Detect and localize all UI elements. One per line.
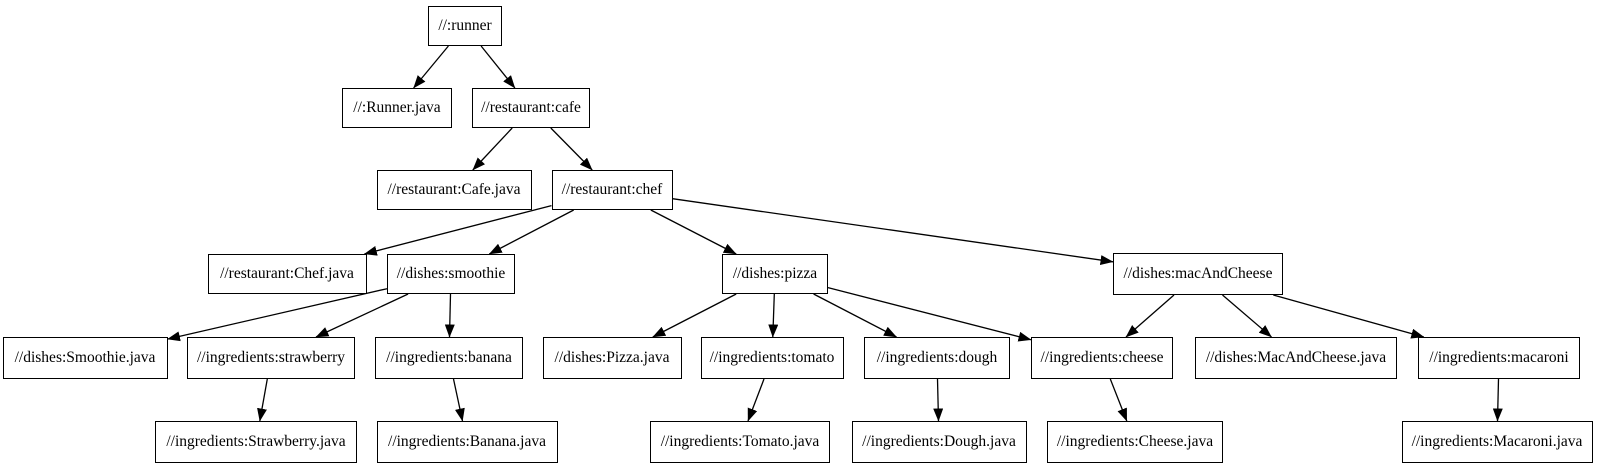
graph-node-dough-java: //ingredients:Dough.java (851, 421, 1027, 463)
graph-node-macandcheese: //dishes:macAndCheese (1113, 253, 1283, 295)
node-label: //ingredients:cheese (1040, 349, 1164, 366)
edge-tomato-to-tomato-java (747, 378, 765, 422)
graph-node-tomato: //ingredients:tomato (700, 337, 844, 379)
node-label: //ingredients:Cheese.java (1056, 433, 1214, 450)
graph-node-banana: //ingredients:banana (375, 337, 523, 379)
node-label: //ingredients:tomato (709, 349, 835, 366)
node-label: //ingredients:dough (876, 349, 998, 366)
node-label: //restaurant:Cafe.java (387, 181, 521, 198)
edge-runner-to-runner-java (413, 45, 449, 89)
graph-node-banana-java: //ingredients:Banana.java (376, 421, 558, 463)
edge-cafe-to-cafe-java (472, 127, 513, 171)
edge-pizza-to-cheese (827, 286, 1032, 342)
node-label: //ingredients:Tomato.java (660, 433, 820, 450)
node-label: //:runner (438, 17, 492, 34)
edge-pizza-to-pizza-java (652, 293, 737, 338)
graph-node-cafe: //restaurant:cafe (472, 88, 590, 128)
node-label: //restaurant:cafe (481, 99, 581, 116)
graph-node-chef-java: //restaurant:Chef.java (207, 254, 367, 294)
graph-node-cafe-java: //restaurant:Cafe.java (376, 170, 532, 210)
graph-node-cheese-java: //ingredients:Cheese.java (1047, 421, 1223, 463)
node-label: //:Runner.java (353, 99, 441, 116)
node-label: //ingredients:Strawberry.java (166, 433, 346, 450)
edge-cafe-to-chef (550, 127, 593, 171)
node-label: //restaurant:chef (561, 181, 663, 198)
graph-node-dough: //ingredients:dough (864, 337, 1010, 379)
node-label: //dishes:MacAndCheese.java (1205, 349, 1387, 366)
node-label: //ingredients:Macaroni.java (1411, 433, 1583, 450)
edge-pizza-to-tomato (768, 293, 779, 338)
node-label: //dishes:macAndCheese (1123, 265, 1273, 282)
graph-node-pizza: //dishes:pizza (722, 254, 828, 294)
edge-smoothie-to-smoothie-java (167, 288, 388, 342)
node-label: //ingredients:Banana.java (388, 433, 546, 450)
graph-node-macaroni-java: //ingredients:Macaroni.java (1401, 421, 1593, 463)
graph-node-smoothie: //dishes:smoothie (387, 254, 515, 294)
graph-node-macandcheese-java: //dishes:MacAndCheese.java (1195, 337, 1397, 379)
edge-smoothie-to-strawberry (315, 293, 409, 338)
node-label: //dishes:Smoothie.java (14, 349, 156, 366)
node-label: //ingredients:banana (386, 349, 512, 366)
graph-node-macaroni: //ingredients:macaroni (1418, 337, 1580, 379)
node-label: //ingredients:macaroni (1429, 349, 1569, 366)
edge-pizza-to-dough (813, 293, 897, 338)
node-label: //ingredients:Dough.java (862, 433, 1016, 450)
graph-node-tomato-java: //ingredients:Tomato.java (650, 421, 830, 463)
edge-chef-to-chef-java (363, 204, 552, 256)
edge-smoothie-to-banana (444, 293, 455, 338)
edge-chef-to-pizza (650, 209, 737, 255)
edge-chef-to-smoothie (488, 209, 575, 255)
node-label: //ingredients:strawberry (196, 349, 346, 366)
graph-node-cheese: //ingredients:cheese (1031, 337, 1173, 379)
graph-node-pizza-java: //dishes:Pizza.java (542, 337, 682, 379)
edge-macandcheese-to-cheese (1125, 294, 1175, 338)
edge-cheese-to-cheese-java (1109, 378, 1128, 422)
edge-chef-to-macandcheese (672, 198, 1114, 265)
graph-node-runner: //:runner (428, 6, 502, 46)
graph-node-strawberry: //ingredients:strawberry (187, 337, 355, 379)
edge-macandcheese-to-macaroni (1273, 294, 1425, 339)
node-label: //dishes:smoothie (396, 265, 506, 282)
graph-node-smoothie-java: //dishes:Smoothie.java (2, 337, 168, 379)
node-label: //dishes:Pizza.java (554, 349, 670, 366)
edge-strawberry-to-strawberry-java (257, 378, 268, 422)
graph-node-chef: //restaurant:chef (551, 170, 673, 210)
edge-group (167, 45, 1503, 422)
edge-dough-to-dough-java (933, 378, 944, 422)
graph-node-runner-java: //:Runner.java (342, 88, 452, 128)
edge-runner-to-cafe (480, 45, 516, 89)
node-label: //dishes:pizza (732, 265, 818, 282)
node-label: //restaurant:Chef.java (220, 265, 354, 282)
graph-node-strawberry-java: //ingredients:Strawberry.java (155, 421, 357, 463)
edge-banana-to-banana-java (452, 378, 465, 422)
edge-macaroni-to-macaroni-java (1492, 378, 1503, 422)
edge-macandcheese-to-macandcheese-java (1222, 294, 1272, 338)
